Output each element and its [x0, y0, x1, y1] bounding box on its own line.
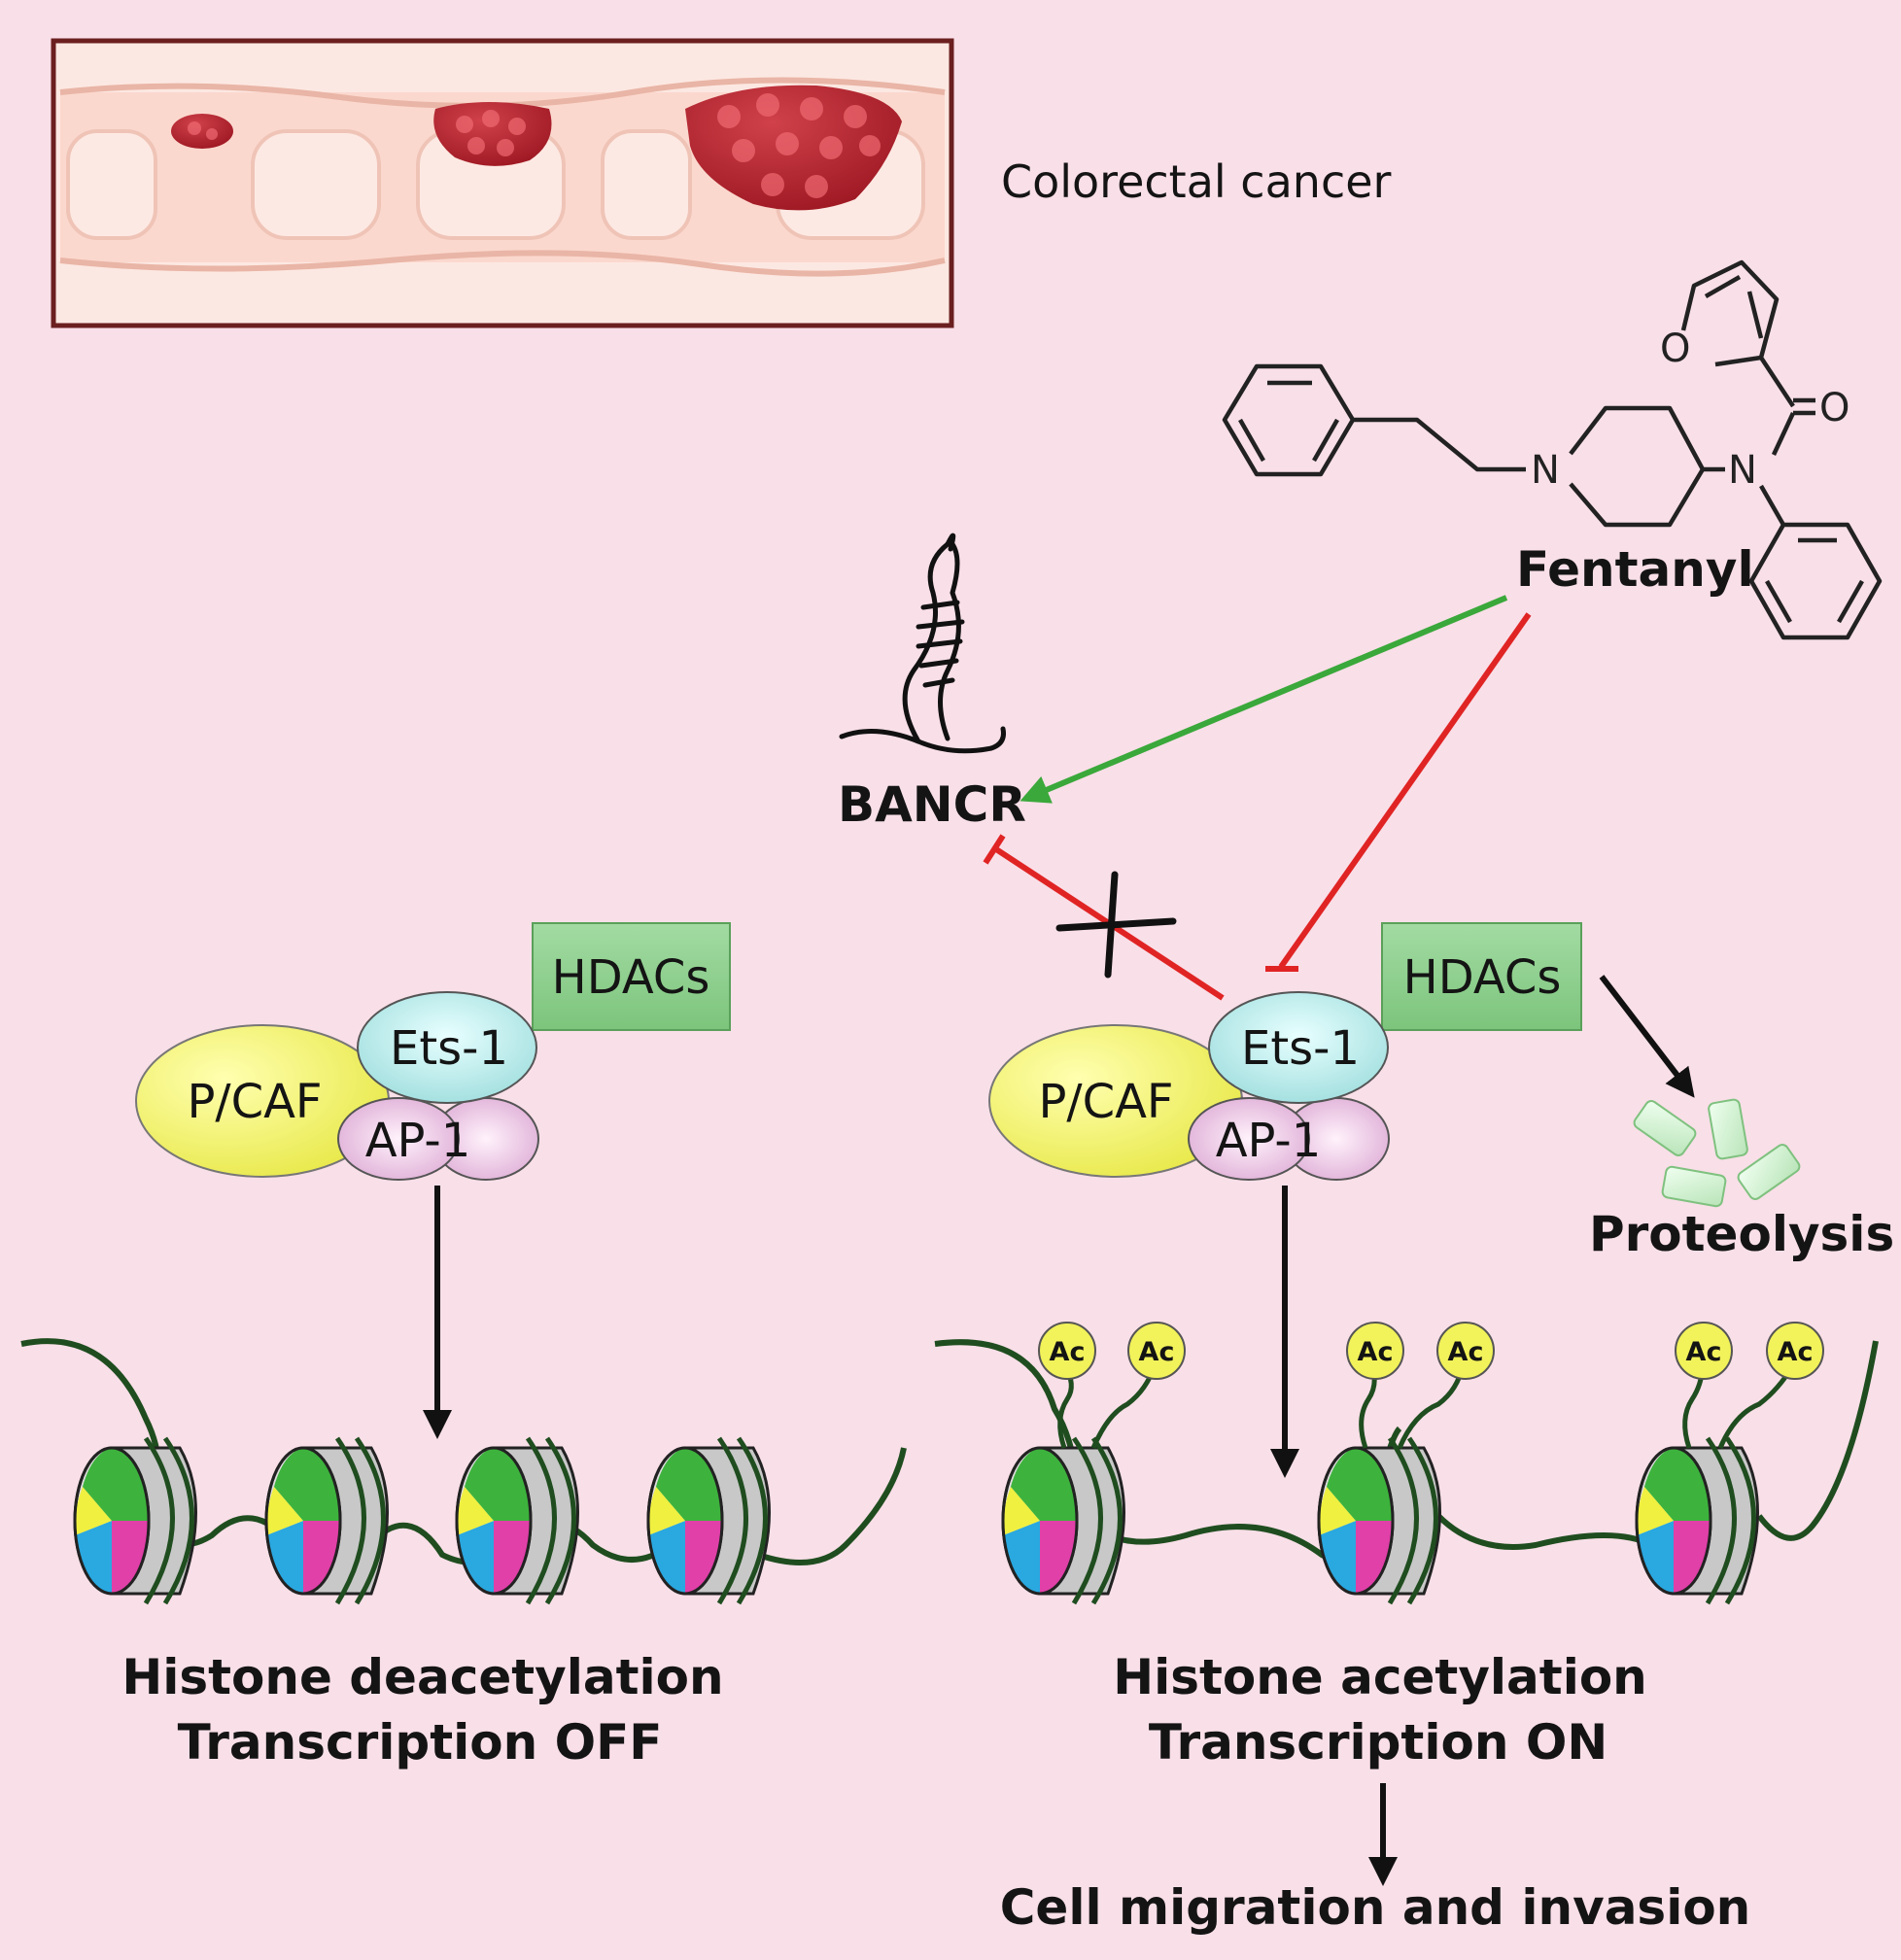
fentanyl-structure [1222, 259, 1883, 640]
bancr-rna-icon [839, 533, 1006, 754]
colorectal-cancer-label: Colorectal cancer [1001, 155, 1392, 208]
svg-text:Ac: Ac [1686, 1337, 1722, 1367]
right-nucleosome-2 [1317, 1436, 1441, 1605]
right-ap1-label: AP-1 [1216, 1114, 1322, 1168]
svg-text:Ac: Ac [1050, 1337, 1086, 1367]
left-outcome-line-1: Histone deacetylation [121, 1649, 723, 1705]
right-hdacs-box [1381, 922, 1582, 1031]
left-hdacs-box [532, 922, 731, 1031]
right-ets1-label: Ets-1 [1241, 1021, 1360, 1076]
left-protein-complex [135, 922, 731, 1181]
left-ets1-blob [357, 991, 537, 1104]
acetyl-mark-3: Ac [1346, 1322, 1404, 1380]
left-nucleosome-4 [646, 1436, 771, 1605]
right-outcome-line-2: Transcription ON [1149, 1714, 1607, 1771]
left-outcome-line-2: Transcription OFF [178, 1714, 663, 1771]
right-hdacs-label: HDACs [1403, 950, 1562, 1005]
right-nucleosome-3 [1635, 1436, 1759, 1605]
left-ets1-label: Ets-1 [390, 1021, 508, 1076]
hdacs-to-proteolysis-arrow [1599, 975, 1695, 1098]
ets1-inhibits-bancr [983, 834, 1225, 1001]
colon-illustration [51, 38, 954, 328]
left-ap1-label: AP-1 [365, 1114, 471, 1168]
atom-o-carbonyl: O [1819, 386, 1849, 430]
right-nucleosome-1 [1001, 1436, 1125, 1605]
atom-o-furan: O [1660, 327, 1690, 371]
blocked-cross-mark [1055, 871, 1177, 979]
svg-text:Ac: Ac [1778, 1337, 1814, 1367]
svg-text:Ac: Ac [1358, 1337, 1394, 1367]
atom-n-amide: N [1728, 448, 1757, 493]
left-pcaf-label: P/CAF [187, 1075, 322, 1129]
acetyl-mark-2: Ac [1127, 1322, 1186, 1380]
proteolysis-fragments-icon [1633, 1098, 1801, 1208]
svg-text:Ac: Ac [1139, 1337, 1175, 1367]
fentanyl-to-bancr-activation-arrow [1020, 595, 1508, 804]
tumor-small [171, 114, 233, 149]
acetyl-mark-4: Ac [1436, 1322, 1495, 1380]
svg-text:Ac: Ac [1448, 1337, 1484, 1367]
left-ap1-blob-left [337, 1097, 460, 1181]
left-hdacs-label: HDACs [552, 950, 710, 1005]
final-outcome-label: Cell migration and invasion [1000, 1879, 1751, 1936]
atom-n-piperidine: N [1531, 448, 1560, 493]
right-ap1-blob-left [1188, 1097, 1310, 1181]
left-nucleosome-3 [455, 1436, 579, 1605]
fentanyl-inhibits-ets1 [1265, 612, 1532, 972]
histone-tails [1057, 1363, 1796, 1449]
right-protein-complex [988, 922, 1582, 1181]
right-pcaf-label: P/CAF [1038, 1075, 1173, 1129]
left-nucleosome-2 [264, 1436, 389, 1605]
acetyl-mark-6: Ac [1766, 1322, 1824, 1380]
fentanyl-label: Fentanyl [1516, 541, 1754, 598]
proteolysis-label: Proteolysis [1589, 1206, 1894, 1262]
right-outcome-line-1: Histone acetylation [1113, 1649, 1647, 1705]
bancr-label: BANCR [838, 776, 1026, 833]
acetyl-mark-5: Ac [1675, 1322, 1733, 1380]
left-nucleosome-1 [73, 1436, 197, 1605]
right-ets1-blob [1208, 991, 1389, 1104]
acetyl-mark-1: Ac [1038, 1322, 1096, 1380]
